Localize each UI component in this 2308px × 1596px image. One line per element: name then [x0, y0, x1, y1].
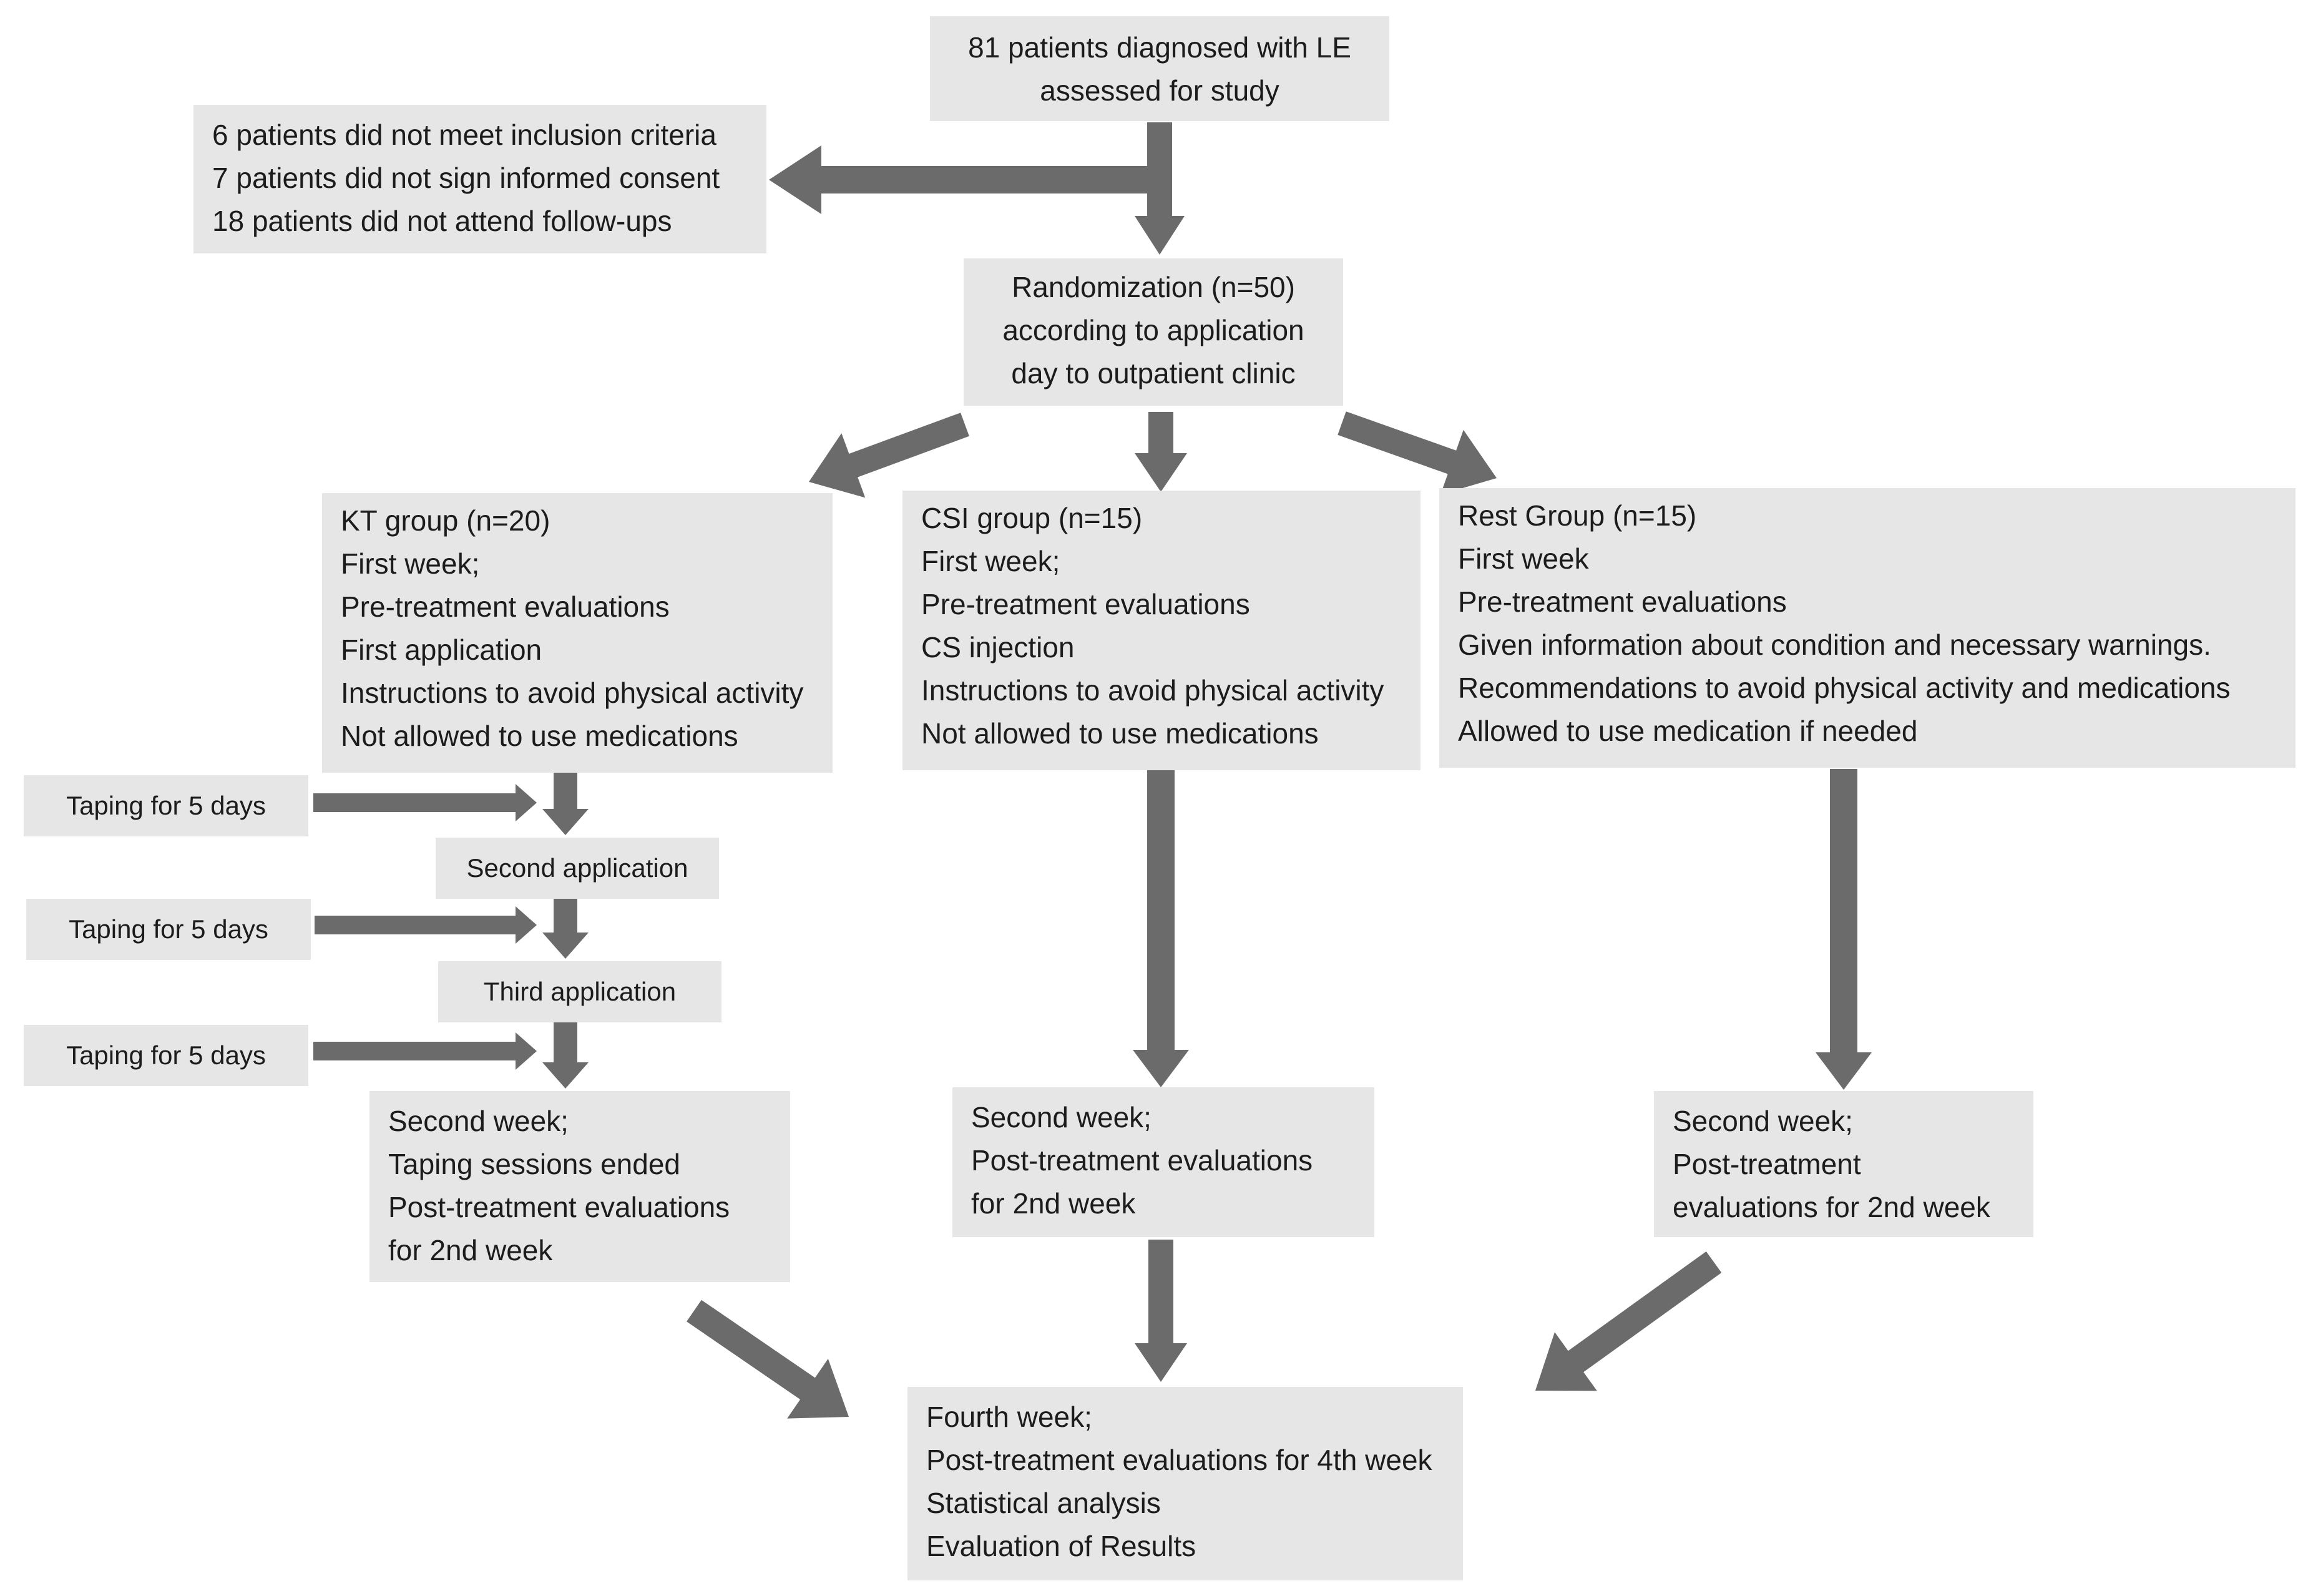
kt-group-line-4: Instructions to avoid physical activity	[341, 677, 804, 709]
taping-2-label: Taping for 5 days	[69, 914, 268, 944]
fourth-week-line-3: Statistical analysis	[926, 1487, 1161, 1519]
csi-second-week-line-1: Second week;	[971, 1101, 1152, 1133]
rest-group-box: Rest Group (n=15) First week Pre-treatme…	[1439, 488, 2296, 768]
second-application-box: Second application	[436, 838, 719, 899]
excluded-line-2: 7 patients did not sign informed consent	[212, 162, 720, 194]
fourth-week-line-1: Fourth week;	[926, 1401, 1092, 1433]
excluded-line-3: 18 patients did not attend follow-ups	[212, 205, 672, 237]
csi-group-line-5: Not allowed to use medications	[921, 717, 1319, 750]
assessed-box: 81 patients diagnosed with LE assessed f…	[930, 16, 1389, 121]
randomization-line-1: Randomization (n=50)	[1012, 271, 1295, 303]
csi-group-title: CSI group (n=15)	[921, 502, 1143, 534]
randomization-line-2: according to application	[1002, 314, 1304, 346]
rest-group-title: Rest Group (n=15)	[1458, 499, 1697, 532]
fourth-week-line-4: Evaluation of Results	[926, 1530, 1196, 1562]
rest-second-week-line-1: Second week;	[1673, 1105, 1853, 1137]
arrow-taping-3	[313, 1032, 537, 1070]
rest-second-week-line-2: Post-treatment	[1673, 1148, 1861, 1180]
csi-group-line-1: First week;	[921, 545, 1060, 577]
taping-box-3: Taping for 5 days	[24, 1025, 308, 1086]
randomization-box: Randomization (n=50) according to applic…	[964, 258, 1343, 406]
kt-group-title: KT group (n=20)	[341, 504, 550, 537]
assessed-line-2: assessed for study	[1040, 74, 1279, 107]
taping-3-label: Taping for 5 days	[66, 1040, 266, 1070]
kt-second-week-line-1: Second week;	[388, 1105, 569, 1137]
kt-group-line-1: First week;	[341, 547, 480, 580]
kt-second-week-line-4: for 2nd week	[388, 1234, 553, 1266]
csi-group-box: CSI group (n=15) First week; Pre-treatme…	[902, 491, 1420, 770]
rest-second-week-box: Second week; Post-treatment evaluations …	[1654, 1091, 2033, 1237]
second-application-label: Second application	[466, 853, 688, 883]
excluded-box: 6 patients did not meet inclusion criter…	[193, 105, 766, 253]
kt-group-line-3: First application	[341, 634, 542, 666]
arrow-to-csi-group	[1135, 412, 1187, 492]
arrow-kt-to-second-application	[542, 773, 589, 835]
fourth-week-line-2: Post-treatment evaluations for 4th week	[926, 1444, 1432, 1476]
arrow-taping-1	[313, 784, 537, 821]
kt-second-week-line-3: Post-treatment evaluations	[388, 1191, 730, 1223]
kt-group-line-5: Not allowed to use medications	[341, 720, 738, 752]
csi-second-week-line-3: for 2nd week	[971, 1187, 1136, 1220]
arrow-rest-to-second-week	[1816, 769, 1872, 1090]
kt-second-week-box: Second week; Taping sessions ended Post-…	[369, 1091, 790, 1282]
taping-1-label: Taping for 5 days	[66, 791, 266, 820]
assessed-line-1: 81 patients diagnosed with LE	[968, 31, 1351, 64]
arrow-rest-second-week-to-fourth-week	[1535, 1251, 1722, 1391]
rest-group-line-1: First week	[1458, 542, 1589, 575]
third-application-label: Third application	[483, 977, 677, 1006]
third-application-box: Third application	[438, 961, 721, 1022]
fourth-week-box: Fourth week; Post-treatment evaluations …	[907, 1387, 1463, 1580]
csi-second-week-line-2: Post-treatment evaluations	[971, 1144, 1313, 1177]
csi-second-week-box: Second week; Post-treatment evaluations …	[952, 1087, 1374, 1237]
kt-group-box: KT group (n=20) First week; Pre-treatmen…	[322, 493, 833, 773]
arrow-to-excluded	[769, 145, 1171, 214]
csi-group-line-2: Pre-treatment evaluations	[921, 588, 1250, 620]
csi-group-line-3: CS injection	[921, 631, 1075, 663]
arrow-to-rest-group	[1337, 411, 1497, 495]
rest-group-line-5: Allowed to use medication if needed	[1458, 715, 1918, 747]
kt-second-week-line-2: Taping sessions ended	[388, 1148, 680, 1180]
csi-group-line-4: Instructions to avoid physical activity	[921, 674, 1384, 707]
taping-box-1: Taping for 5 days	[24, 775, 308, 836]
randomization-line-3: day to outpatient clinic	[1011, 357, 1296, 389]
arrow-taping-2	[315, 906, 537, 944]
rest-group-line-4: Recommendations to avoid physical activi…	[1458, 672, 2231, 704]
arrow-to-kt-group	[809, 413, 969, 498]
rest-group-line-2: Pre-treatment evaluations	[1458, 585, 1787, 618]
rest-second-week-line-3: evaluations for 2nd week	[1673, 1191, 1990, 1223]
taping-box-2: Taping for 5 days	[26, 899, 311, 960]
arrow-csi-to-second-week	[1133, 770, 1189, 1087]
arrow-kt-second-week-to-fourth-week	[687, 1300, 849, 1419]
arrow-third-application-to-second-week	[542, 1022, 589, 1089]
arrow-csi-second-week-to-fourth-week	[1135, 1240, 1187, 1382]
rest-group-line-3: Given information about condition and ne…	[1458, 629, 2211, 661]
kt-group-line-2: Pre-treatment evaluations	[341, 590, 670, 623]
arrow-second-to-third-application	[542, 899, 589, 959]
excluded-line-1: 6 patients did not meet inclusion criter…	[212, 119, 716, 151]
